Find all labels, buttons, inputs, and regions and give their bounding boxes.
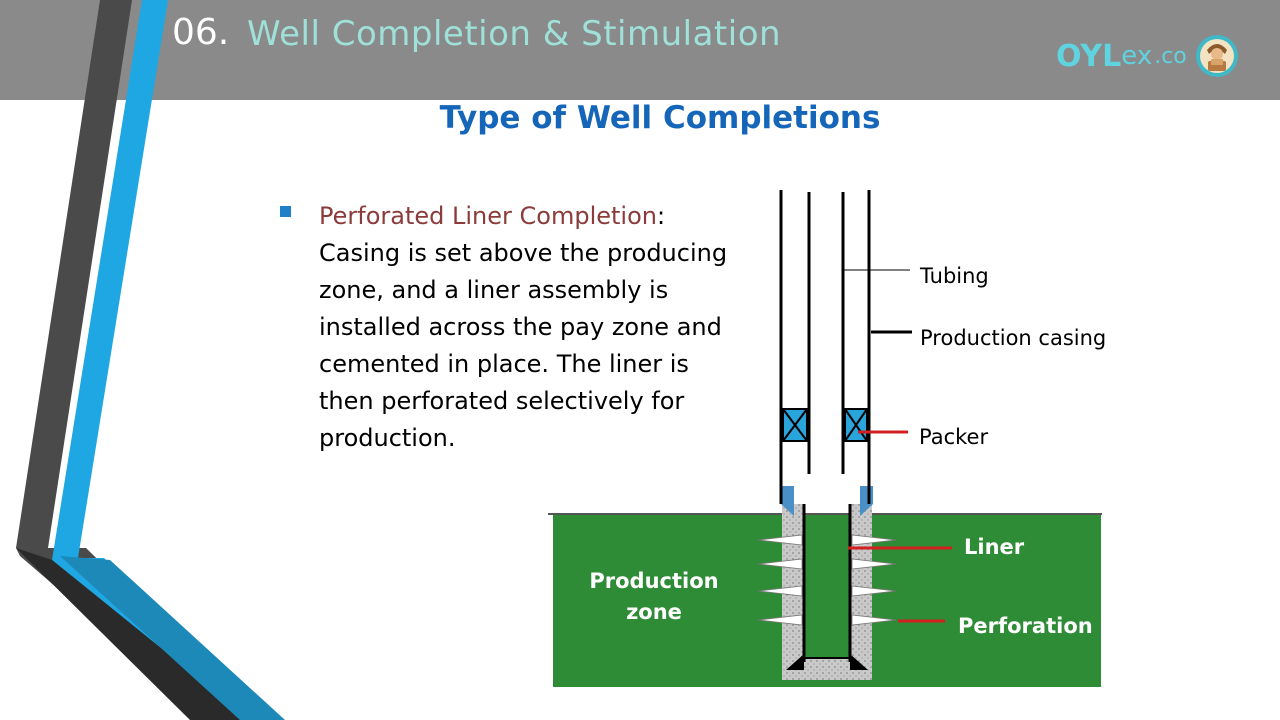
packer-label: Packer	[919, 425, 988, 449]
header-bar	[0, 0, 1280, 100]
production-zone-label-line2: zone	[626, 600, 682, 624]
logo-text-secondary: ex	[1121, 41, 1153, 71]
packer-right	[844, 408, 868, 442]
packer-left	[782, 408, 808, 442]
perforations-right	[851, 534, 897, 626]
slide-heading: Type of Well Completions	[439, 100, 881, 136]
liner-label: Liner	[964, 535, 1025, 559]
production-casing-label: Production casing	[920, 326, 1106, 350]
cement-bottom	[782, 658, 872, 680]
liner-foot-right	[850, 654, 868, 670]
brand-logo[interactable]: OYL ex .co	[1056, 35, 1239, 77]
section-title: Well Completion & Stimulation	[247, 14, 782, 54]
tubing-label: Tubing	[919, 264, 989, 288]
section-number: 06.	[172, 12, 230, 53]
avatar-icon	[1195, 35, 1238, 77]
perforation-label: Perforation	[958, 614, 1093, 638]
bullet-lead: Perforated Liner Completion	[319, 202, 657, 230]
production-zone-label-line1: Production	[589, 569, 718, 593]
well-completion-diagram: Tubing Production casing Packer Liner Pe…	[548, 190, 1106, 687]
casing-shoe-left	[781, 486, 794, 516]
liner-foot-left	[786, 654, 804, 670]
bullet-body: Casing is set above the producing zone, …	[319, 239, 728, 452]
logo-text-tld: .co	[1154, 43, 1187, 69]
perforations-left	[757, 534, 803, 626]
bullet-paragraph: Perforated Liner Completion: Casing is s…	[319, 198, 749, 457]
bullet-square-icon	[280, 206, 291, 217]
bullet-separator: :	[656, 202, 666, 230]
logo-text-primary: OYL	[1056, 38, 1122, 74]
